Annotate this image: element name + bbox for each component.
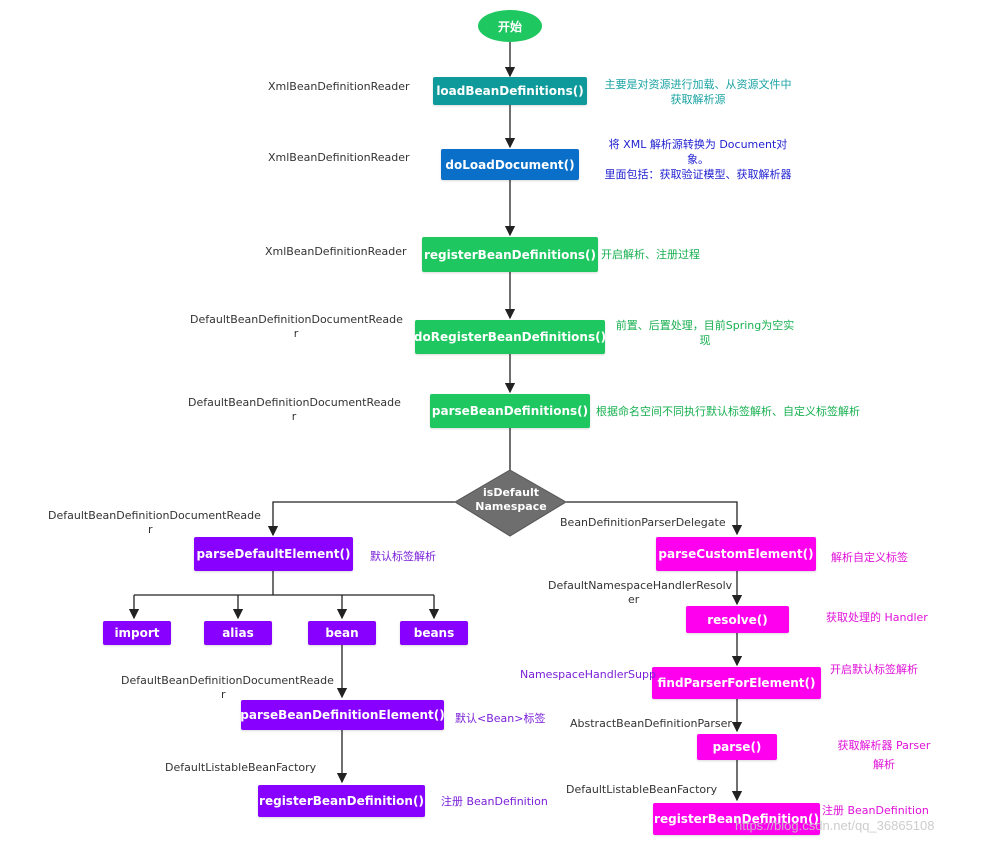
class-label-parse-bean-line-2: r xyxy=(221,688,226,701)
note-find-parser: 开启默认标签解析 xyxy=(830,663,918,676)
class-label-parse-line-1: DefaultBeanDefinitionDocumentReade xyxy=(188,396,401,409)
node-parse-bean-definition-element: parseBeanDefinitionElement() xyxy=(240,700,445,730)
node-parse-custom-element: parseCustomElement() xyxy=(656,537,816,571)
node-parse-default-element: parseDefaultElement() xyxy=(194,537,353,571)
node-find-parser-for-element: findParserForElement() xyxy=(652,667,821,699)
tag-beans: beans xyxy=(400,621,468,645)
node-register-bean-definition-left: registerBeanDefinition() xyxy=(258,785,425,817)
note-do-load: 将 XML 解析源转换为 Document对 象。 里面包括：获取验证模型、获取… xyxy=(598,137,798,182)
note-do-load-line-1: 将 XML 解析源转换为 Document对 xyxy=(608,138,788,151)
note-do-register: 前置、后置处理，目前Spring为空实 现 xyxy=(610,318,800,348)
class-label-do-register: DefaultBeanDefinitionDocumentReade r xyxy=(190,313,403,341)
note-parse: 根据命名空间不同执行默认标签解析、自定义标签解析 xyxy=(596,405,860,418)
note-do-load-line-2: 象。 xyxy=(687,153,709,166)
note-parse-right-line-1: 获取解析器 Parser xyxy=(837,739,931,752)
class-label-register-right: DefaultListableBeanFactory xyxy=(566,783,718,796)
note-register-right: 注册 BeanDefinition xyxy=(822,804,929,817)
tag-import: import xyxy=(103,621,171,645)
class-label-parse-line-2: r xyxy=(291,410,297,423)
note-parse-bean: 默认<Bean>标签 xyxy=(455,712,546,725)
node-parse: parse() xyxy=(697,734,777,760)
start-node: 开始 xyxy=(478,10,542,42)
class-label-resolve-line-1: DefaultNamespaceHandlerResolv xyxy=(548,579,733,592)
note-load-line-1: 主要是对资源进行加载、从资源文件中 xyxy=(604,78,792,91)
tag-alias: alias xyxy=(204,621,272,645)
node-do-load-document: doLoadDocument() xyxy=(441,149,579,180)
note-resolve: 获取处理的 Handler xyxy=(826,611,928,624)
class-label-register-left: DefaultListableBeanFactory xyxy=(165,761,317,774)
node-parse-bean-definitions: parseBeanDefinitions() xyxy=(430,394,590,428)
class-label-load: XmlBeanDefinitionReader xyxy=(268,80,410,93)
note-register: 开启解析、注册过程 xyxy=(601,248,700,261)
class-label-do-load: XmlBeanDefinitionReader xyxy=(268,151,410,164)
class-label-find-parser: NamespaceHandlerSupp xyxy=(520,668,656,681)
class-label-parse-default: DefaultBeanDefinitionDocumentReade r xyxy=(48,509,261,537)
class-label-resolve-line-2: er xyxy=(628,593,640,606)
note-load: 主要是对资源进行加载、从资源文件中 获取解析源 xyxy=(598,77,798,107)
tag-bean: bean xyxy=(308,621,376,645)
note-parse-custom: 解析自定义标签 xyxy=(831,551,908,564)
node-register-bean-definition-right: registerBeanDefinition() xyxy=(653,803,820,835)
class-label-resolve: DefaultNamespaceHandlerResolv er xyxy=(548,579,732,607)
node-do-register-bean-definitions: doRegisterBeanDefinitions() xyxy=(414,320,606,354)
decision-diamond xyxy=(454,469,567,537)
note-register-left: 注册 BeanDefinition xyxy=(441,795,548,808)
note-do-register-line-2: 现 xyxy=(699,334,711,347)
note-parse-right-line-2: 解析 xyxy=(873,758,895,771)
class-label-parse-default-line-2: r xyxy=(148,523,153,536)
class-label-parse-default-line-1: DefaultBeanDefinitionDocumentReade xyxy=(48,509,261,522)
decision-label: isDefault Namespace xyxy=(454,486,568,514)
decision-label-line-2: Namespace xyxy=(475,500,547,513)
class-label-parse-right: AbstractBeanDefinitionParser xyxy=(570,717,732,730)
note-load-line-2: 获取解析源 xyxy=(670,93,726,106)
class-label-register: XmlBeanDefinitionReader xyxy=(265,245,407,258)
node-register-bean-definitions: registerBeanDefinitions() xyxy=(422,237,598,272)
class-label-parse-bean-line-1: DefaultBeanDefinitionDocumentReade xyxy=(121,674,334,687)
note-do-register-line-1: 前置、后置处理，目前Spring为空实 xyxy=(615,319,795,332)
class-label-parse-custom: BeanDefinitionParserDelegate xyxy=(560,516,726,529)
note-do-load-line-3: 里面包括：获取验证模型、获取解析器 xyxy=(604,168,792,181)
node-load-bean-definitions: loadBeanDefinitions() xyxy=(433,77,587,105)
class-label-parse: DefaultBeanDefinitionDocumentReade r xyxy=(188,396,401,424)
node-resolve: resolve() xyxy=(686,606,789,633)
watermark: https://blog.csdn.net/qq_36865108 xyxy=(735,818,935,833)
note-parse-default: 默认标签解析 xyxy=(370,550,436,563)
class-label-do-register-line-2: r xyxy=(293,327,299,340)
decision-label-line-1: isDefault xyxy=(483,486,539,499)
class-label-do-register-line-1: DefaultBeanDefinitionDocumentReade xyxy=(190,313,403,326)
class-label-parse-bean: DefaultBeanDefinitionDocumentReade r xyxy=(121,674,334,702)
note-parse-right: 获取解析器 Parser 解析 xyxy=(834,738,934,772)
